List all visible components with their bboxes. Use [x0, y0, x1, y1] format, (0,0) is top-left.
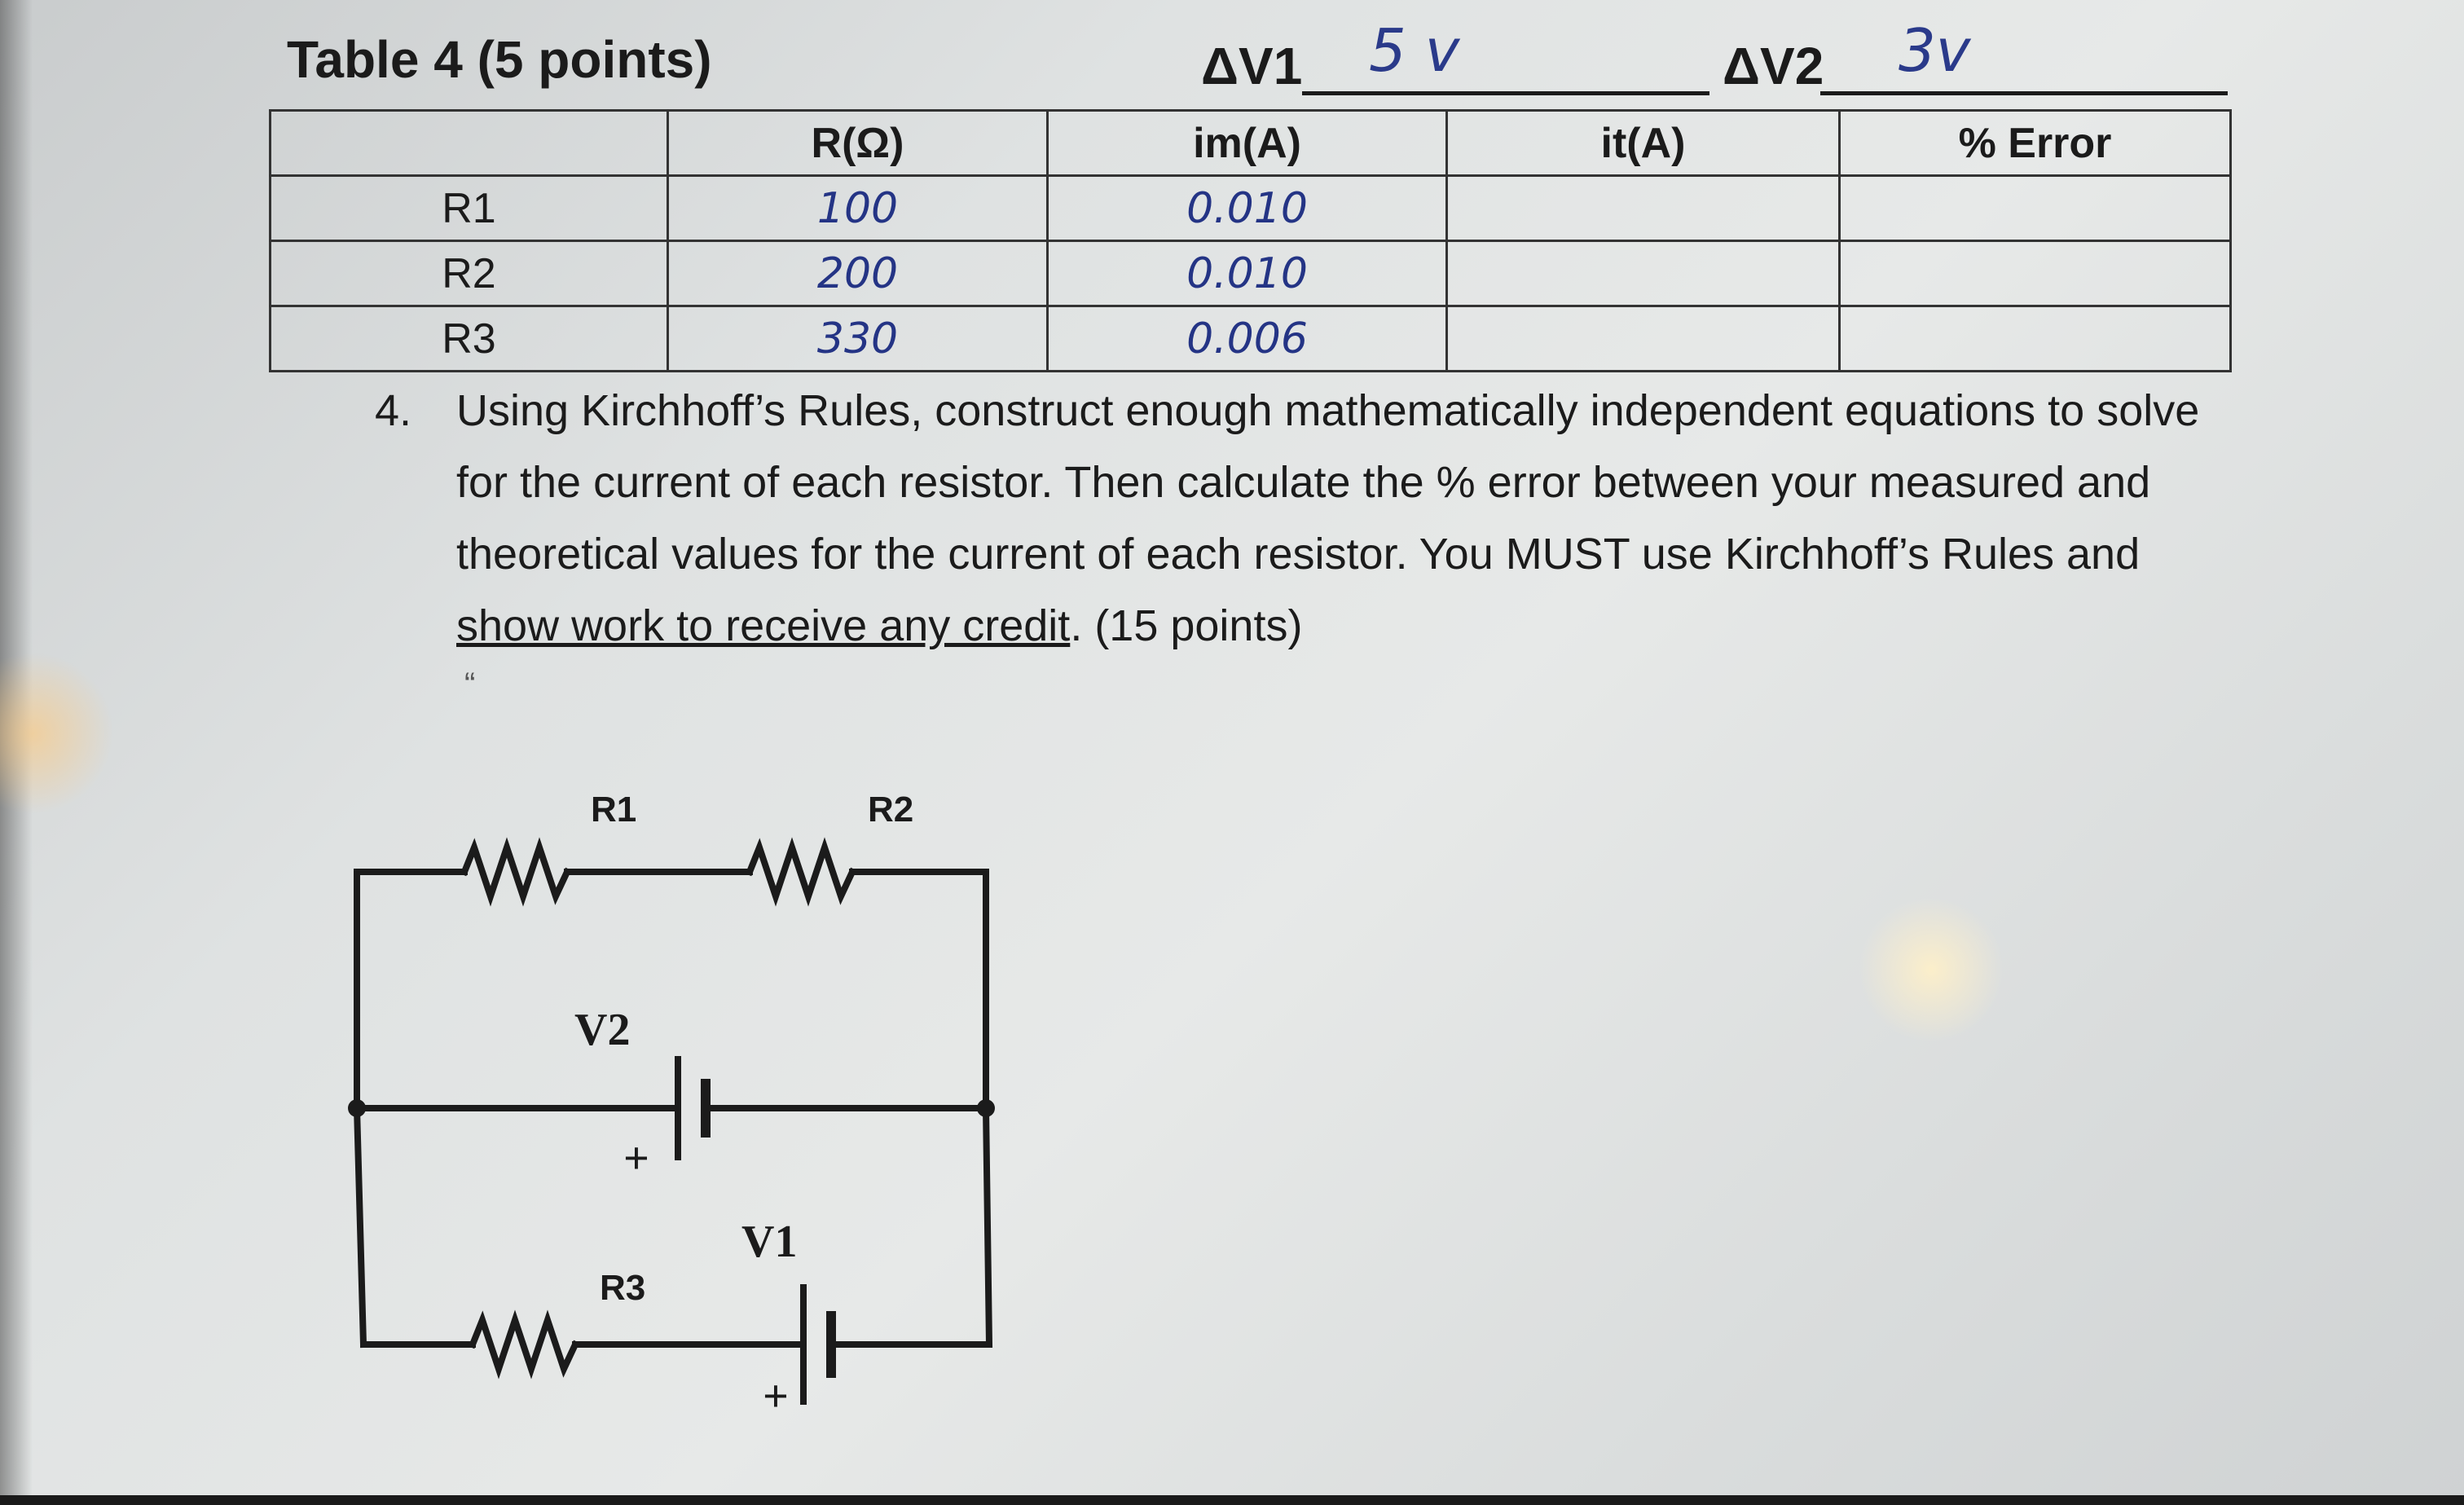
light-glare — [1858, 896, 2004, 1043]
header-resistance: R(Ω) — [667, 109, 1049, 177]
header-blank — [269, 109, 669, 177]
row-label: R1 — [269, 174, 669, 242]
circuit-diagram: R1 R2 R3 V2 V1 + + — [348, 790, 995, 1418]
label-v1: V1 — [741, 1217, 797, 1267]
v2-plus-sign: + — [623, 1133, 649, 1184]
light-glare-left — [0, 652, 114, 815]
table-header-row: R(Ω) im(A) it(A) % Error — [269, 109, 2232, 177]
question-text: Using Kirchhoff’s Rules, construct enoug… — [456, 375, 2249, 662]
dv1-value: 5 v — [1369, 16, 1460, 85]
question-emphasis: show work to receive any credit — [456, 601, 1071, 650]
dv2-label: ΔV2 — [1723, 37, 1824, 95]
label-r3: R3 — [600, 1268, 645, 1308]
label-r2: R2 — [868, 790, 913, 830]
percent-error-cell[interactable] — [1838, 174, 2232, 242]
junction-node-right — [977, 1099, 995, 1117]
resistance-value: 330 — [667, 305, 1049, 372]
table-row: R3 330 0.006 — [269, 305, 2232, 372]
header-measured-current: im(A) — [1046, 109, 1448, 177]
resistance-value: 200 — [667, 240, 1049, 307]
wire — [353, 1104, 367, 1349]
measured-current-value: 0.006 — [1046, 305, 1448, 372]
resistor-r3 — [468, 1309, 580, 1380]
table-row: R1 100 0.010 — [269, 174, 2232, 242]
question-text-part1: Using Kirchhoff’s Rules, construct enoug… — [456, 386, 2200, 579]
percent-error-cell[interactable] — [1838, 240, 2232, 307]
row-label: R2 — [269, 240, 669, 307]
question-number: 4. — [375, 386, 412, 435]
wire — [828, 1104, 993, 1348]
table-row: R2 200 0.010 — [269, 240, 2232, 307]
label-v2: V2 — [574, 1005, 630, 1055]
results-table: R(Ω) im(A) it(A) % Error R1 100 0.010 R2… — [269, 109, 2232, 372]
resistor-r2 — [745, 837, 857, 907]
measured-current-value: 0.010 — [1046, 174, 1448, 242]
theoretical-current-cell[interactable] — [1445, 174, 1841, 242]
resistance-value: 100 — [667, 174, 1049, 242]
table-title: Table 4 (5 points) — [287, 30, 712, 89]
wire — [849, 869, 989, 1111]
theoretical-current-cell[interactable] — [1445, 240, 1841, 307]
header-percent-error: % Error — [1838, 109, 2232, 177]
theoretical-current-cell[interactable] — [1445, 305, 1841, 372]
resistor-r1 — [460, 837, 572, 907]
stray-mark: “ — [464, 667, 476, 702]
dv2-value: 3v — [1899, 16, 1971, 85]
label-r1: R1 — [591, 790, 636, 830]
header-theoretical-current: it(A) — [1445, 109, 1841, 177]
dv2-line — [1820, 91, 2228, 95]
junction-node-left — [348, 1099, 366, 1117]
v1-plus-sign: + — [763, 1371, 789, 1418]
question-text-part2: . (15 points) — [1070, 601, 1303, 650]
dv1-label: ΔV1 — [1201, 37, 1303, 95]
measured-current-value: 0.010 — [1046, 240, 1448, 307]
row-label: R3 — [269, 305, 669, 372]
dv1-line — [1302, 91, 1709, 95]
bottom-edge — [0, 1495, 2464, 1505]
percent-error-cell[interactable] — [1838, 305, 2232, 372]
